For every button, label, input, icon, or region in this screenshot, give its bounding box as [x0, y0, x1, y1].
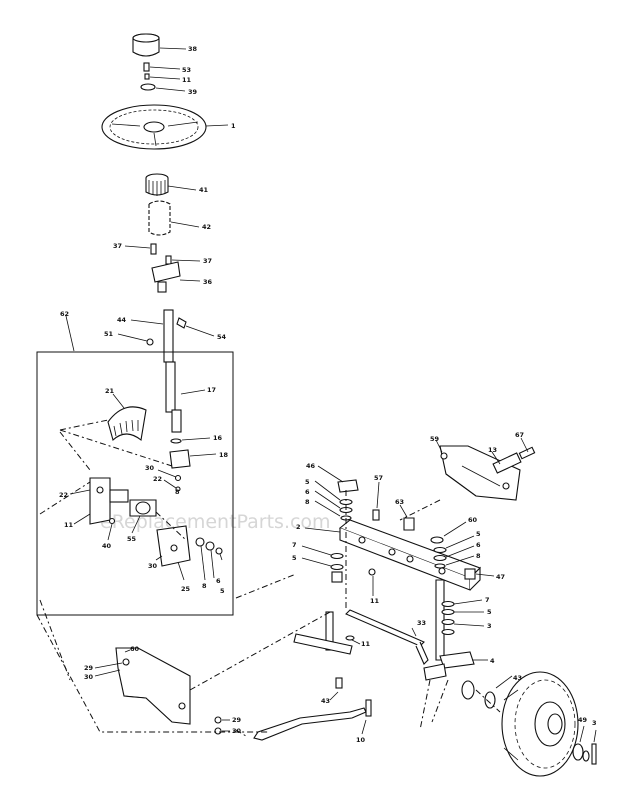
- callout-62: 62: [60, 310, 69, 318]
- callout-8-inset: 8: [202, 582, 207, 590]
- callout-47: 47: [496, 573, 505, 581]
- callout-53: 53: [182, 66, 191, 74]
- callout-39: 39: [188, 88, 198, 96]
- callout-5-a: 5: [305, 478, 310, 486]
- callouts-inset: 21 17 16 18 30 22 8 22 11 40 55 30 25 8 …: [59, 386, 229, 595]
- callout-3-a: 3: [487, 622, 492, 630]
- axle-bolt-part: [372, 509, 415, 531]
- steering-wheel-part: [101, 104, 207, 150]
- callout-7-b: 7: [485, 596, 490, 604]
- callout-11: 11: [182, 76, 192, 84]
- callout-11-inset: 11: [64, 521, 74, 529]
- front-wheel-part: [501, 671, 579, 777]
- inset-bracket-part: [89, 477, 223, 567]
- callout-10: 10: [356, 736, 366, 744]
- callout-67: 67: [515, 431, 524, 439]
- callout-8-small: 8: [175, 488, 180, 496]
- callout-21: 21: [105, 387, 115, 395]
- left-spindle-stack-part: [330, 479, 376, 583]
- inset-assembly-lines: [39, 419, 187, 541]
- callout-2: 2: [296, 523, 301, 531]
- callout-33: 33: [417, 619, 426, 627]
- callout-22-left: 22: [59, 491, 68, 499]
- hub-hardware-part: [461, 680, 597, 765]
- callout-57: 57: [374, 474, 383, 482]
- callout-51: 51: [104, 330, 114, 338]
- callout-11-b: 11: [361, 640, 371, 648]
- tie-rod-part: [253, 699, 372, 741]
- column-bracket-part: [150, 243, 181, 293]
- callout-6-c: 6: [476, 541, 481, 549]
- steering-shaft-part: [146, 309, 187, 413]
- callout-22-top: 22: [153, 475, 162, 483]
- callout-18: 18: [219, 451, 229, 459]
- callouts-axle: 46 57 5 6 8 63 2 7 5 11 60 5 6 8 47 59 1…: [84, 431, 597, 744]
- left-frame-bracket-part: [115, 647, 222, 735]
- callout-38: 38: [188, 45, 198, 53]
- callout-42: 42: [202, 223, 211, 231]
- callout-11-a: 11: [370, 597, 380, 605]
- callout-46: 46: [306, 462, 316, 470]
- callout-30-right: 30: [232, 727, 242, 735]
- callout-60: 60: [468, 516, 478, 524]
- callout-1: 1: [231, 122, 236, 130]
- callout-63: 63: [395, 498, 404, 506]
- front-axle-part: [338, 519, 481, 591]
- right-spindle-stack-part: [423, 536, 476, 681]
- callout-54: 54: [217, 333, 227, 341]
- steering-cap-part: [132, 33, 160, 57]
- callout-5-d: 5: [487, 608, 492, 616]
- callout-29-right: 29: [232, 716, 242, 724]
- callout-37-left: 37: [113, 242, 122, 250]
- callout-17: 17: [207, 386, 216, 394]
- cap-screw-part: [140, 62, 156, 91]
- callout-49: 49: [578, 716, 588, 724]
- pinion-part: [169, 409, 191, 492]
- callout-29-left: 29: [84, 664, 94, 672]
- callout-3-b: 3: [592, 719, 597, 727]
- left-spindle-part: [293, 611, 355, 689]
- callout-16: 16: [213, 434, 223, 442]
- bushing-part: [145, 173, 169, 196]
- callout-5-c: 5: [476, 530, 481, 538]
- callout-43-b: 43: [513, 674, 522, 682]
- callout-30-inset: 30: [145, 464, 155, 472]
- watermark: eReplacementParts.com: [100, 511, 331, 533]
- callout-30-lower: 30: [148, 562, 158, 570]
- sector-gear-part: [107, 406, 147, 442]
- callout-6-inset: 6: [216, 577, 221, 585]
- callout-37-right: 37: [203, 257, 212, 265]
- callout-36: 36: [203, 278, 213, 286]
- callout-13: 13: [488, 446, 497, 454]
- callout-7-a: 7: [292, 541, 297, 549]
- callout-40: 40: [102, 542, 112, 550]
- callout-25: 25: [181, 585, 191, 593]
- callout-5-inset: 5: [220, 587, 225, 595]
- callout-6-a: 6: [305, 488, 310, 496]
- inset-detail-box: 62: [36, 310, 234, 616]
- callout-30-left: 30: [84, 673, 94, 681]
- callout-43-a: 43: [321, 697, 330, 705]
- callouts-steering: 38 53 11 39 1 41 42 37 37 36 44 51 54: [104, 45, 236, 342]
- callout-5-b: 5: [292, 554, 297, 562]
- callout-4: 4: [490, 657, 495, 665]
- callout-44: 44: [117, 316, 127, 324]
- callout-55: 55: [127, 535, 137, 543]
- callout-59: 59: [430, 435, 440, 443]
- callout-8-c: 8: [476, 552, 481, 560]
- callout-41: 41: [199, 186, 209, 194]
- right-frame-bracket-part: [439, 445, 536, 501]
- drag-link-part: [345, 609, 429, 665]
- sleeve-part: [148, 200, 171, 236]
- callout-60-left: 60: [130, 645, 140, 653]
- callout-8-a: 8: [305, 498, 310, 506]
